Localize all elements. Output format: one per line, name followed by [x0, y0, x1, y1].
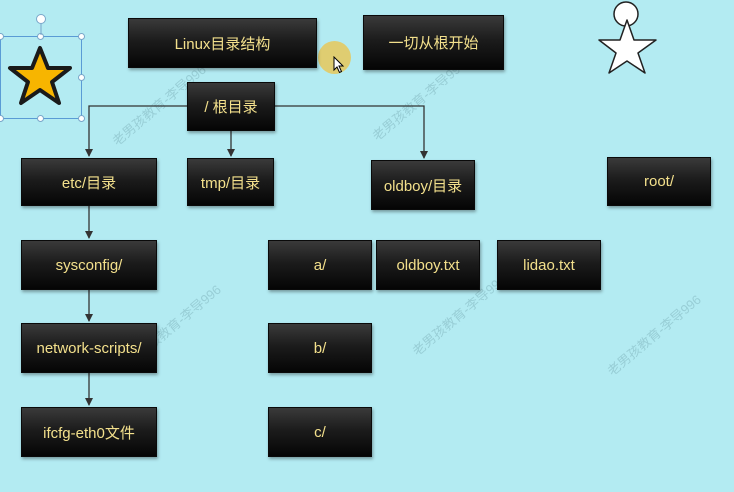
mouse-cursor-icon	[333, 56, 345, 74]
subtitle-box[interactable]: 一切从根开始	[363, 15, 504, 70]
rotate-handle-icon[interactable]	[35, 13, 47, 35]
resize-handle-top-left[interactable]	[0, 33, 4, 40]
tmp-directory-box[interactable]: tmp/目录	[187, 158, 274, 206]
etc-directory-box[interactable]: etc/目录	[21, 158, 157, 206]
a-directory-box[interactable]: a/	[268, 240, 372, 290]
person-star-icon[interactable]	[598, 0, 660, 76]
network-scripts-box[interactable]: network-scripts/	[21, 323, 157, 373]
oldboy-directory-box[interactable]: oldboy/目录	[371, 160, 475, 210]
resize-handle-bottom[interactable]	[37, 115, 44, 122]
b-directory-box[interactable]: b/	[268, 323, 372, 373]
connector-root-to-oldboy	[275, 105, 428, 159]
c-directory-box[interactable]: c/	[268, 407, 372, 457]
resize-handle-bottom-right[interactable]	[78, 115, 85, 122]
root-directory-box[interactable]: / 根目录	[187, 82, 275, 131]
title-box[interactable]: Linux目录结构	[128, 18, 317, 68]
resize-handle-top-right[interactable]	[78, 33, 85, 40]
sysconfig-box[interactable]: sysconfig/	[21, 240, 157, 290]
star-icon[interactable]	[6, 45, 74, 107]
resize-handle-bottom-left[interactable]	[0, 115, 4, 122]
lidao-txt-box[interactable]: lidao.txt	[497, 240, 601, 290]
oldboy-txt-box[interactable]: oldboy.txt	[376, 240, 480, 290]
resize-handle-right[interactable]	[78, 74, 85, 81]
root-home-box[interactable]: root/	[607, 157, 711, 206]
ifcfg-eth0-box[interactable]: ifcfg-eth0文件	[21, 407, 157, 457]
connector-root-to-etc	[85, 105, 187, 157]
